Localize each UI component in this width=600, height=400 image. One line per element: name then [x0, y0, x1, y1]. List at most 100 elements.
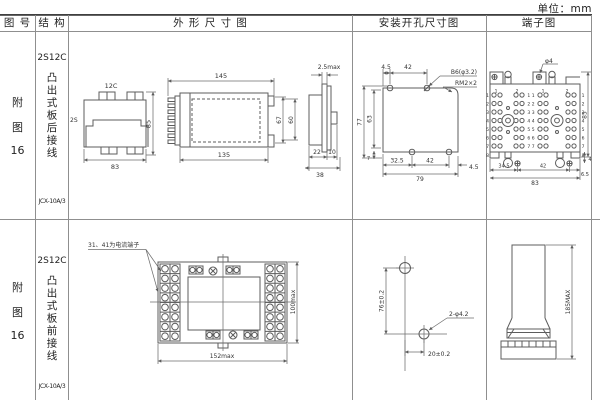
svg-text:4: 4	[582, 119, 585, 125]
dim-10: 10	[328, 149, 336, 156]
dim-2s: 2S	[70, 117, 78, 124]
dim-60: 60	[288, 116, 295, 124]
dim-152max: 152max	[210, 353, 235, 360]
svg-text:5: 5	[486, 127, 489, 133]
header-outline: 外 形 尺 寸 图	[173, 17, 248, 29]
dim-7: 7	[367, 156, 370, 162]
dim-32-5: 32.5	[390, 158, 404, 165]
svg-text:2: 2	[582, 102, 585, 108]
svg-text:7: 7	[486, 144, 489, 150]
model-label: 2S12C	[37, 53, 67, 63]
svg-text:1: 1	[542, 89, 545, 95]
note-b6: B6(φ3.2)	[451, 69, 477, 76]
model-label: 2S12C	[37, 256, 67, 266]
svg-text:2: 2	[516, 89, 519, 95]
svg-text:2: 2	[566, 89, 569, 95]
mounting-style-label: 凸出式板前接线	[45, 275, 58, 363]
row2-mounting-drawing: 76±0.2 2-φ4.2 20±0.2	[379, 256, 474, 371]
fig-char: 附	[12, 95, 23, 109]
dim-6-5: 6.5	[581, 172, 589, 178]
dim-85-terminal: 85	[582, 111, 589, 119]
svg-text:1: 1	[582, 93, 585, 99]
terminal-row-numbers-left: 1 2 3 4 5 6 7 8	[486, 93, 489, 159]
dim-67: 67	[276, 116, 283, 124]
svg-text:6 6: 6 6	[527, 136, 534, 142]
row1-terminal-drawing: φ4 85 4 34.5 42 6.5 83 1 2	[486, 58, 592, 187]
dim-145: 145	[215, 72, 227, 80]
type-code-label: JCX-10A/3	[38, 198, 66, 205]
table-borders	[0, 14, 600, 400]
svg-text:4 4: 4 4	[527, 119, 534, 125]
svg-text:8: 8	[486, 153, 489, 159]
fig-char: 16	[10, 143, 25, 157]
type-code-label: JCX-10A/3	[38, 383, 66, 390]
svg-text:7: 7	[582, 144, 585, 150]
svg-text:1: 1	[486, 93, 489, 99]
note-rm2: RM2×2	[455, 80, 477, 87]
row1-front-view: 12C 2S 85 83	[70, 82, 156, 171]
svg-text:5: 5	[582, 127, 585, 133]
svg-text:3: 3	[486, 110, 489, 116]
dim-22: 22	[313, 149, 321, 156]
fig-no-row1: 附 图 16	[0, 31, 35, 219]
fig-no-row2: 附 图 16	[0, 220, 35, 400]
svg-text:2: 2	[486, 102, 489, 108]
header-mounting: 安装开孔尺寸图	[378, 17, 460, 29]
row1-profile-view: 2.5max 22 10 38	[305, 64, 341, 179]
dim-100max: 100max	[290, 289, 297, 314]
dim-185max: 185MAX	[565, 290, 572, 315]
fig-char: 16	[10, 328, 25, 342]
svg-text:6: 6	[582, 136, 585, 142]
dim-4-5-bottom: 4.5	[469, 164, 479, 171]
dim-34-5: 34.5	[498, 164, 509, 170]
fig-char: 附	[12, 280, 23, 294]
dim-63: 63	[367, 115, 374, 123]
note-phi4: φ4	[545, 58, 553, 65]
dim-42-terminal: 42	[540, 164, 546, 170]
svg-text:3: 3	[582, 110, 585, 116]
svg-text:7 7: 7 7	[527, 144, 534, 150]
row2-outline-drawing: 31、41为电流端子	[88, 241, 299, 364]
dim-135: 135	[218, 151, 230, 159]
note-2-phi4-2: 2-φ4.2	[449, 311, 469, 318]
dim-4-terminal: 4	[588, 157, 591, 163]
structure-row1: 2S12C 凸出式板后接线 JCX-10A/3	[35, 31, 69, 219]
structure-row2: 2S12C 凸出式板前接线 JCX-10A/3	[35, 220, 69, 400]
dim-2-5max: 2.5max	[318, 64, 341, 71]
svg-text:4: 4	[486, 119, 489, 125]
svg-text:8: 8	[582, 153, 585, 159]
dim-42-bottom: 42	[426, 158, 434, 165]
header-structure: 结 构	[38, 17, 66, 29]
dim-79: 79	[416, 176, 424, 183]
mounting-style-label: 凸出式板后接线	[45, 72, 58, 160]
svg-text:2 2: 2 2	[527, 102, 534, 108]
dim-12c: 12C	[105, 82, 118, 90]
svg-text:5 5: 5 5	[527, 127, 534, 133]
svg-text:1 1: 1 1	[527, 93, 534, 99]
dim-83-terminal: 83	[531, 180, 539, 187]
dim-20: 20±0.2	[428, 351, 450, 358]
fig-char: 图	[12, 120, 23, 134]
terminal-mid-numbers: 1 1 2 2 3 3 4 4 5 5 6 6 7 7	[527, 93, 534, 150]
header-terminal: 端子图	[521, 17, 557, 29]
svg-text:3 3: 3 3	[527, 110, 534, 116]
terminal-row-numbers-right: 1 2 3 4 5 6 7 8	[582, 93, 585, 159]
row1-mounting-drawing: 4.5 42 B6(φ3.2) RM2×2 77 63 7 32.5 42 4.…	[357, 64, 479, 183]
unit-label: 单位：mm	[537, 3, 592, 15]
current-terminal-note: 31、41为电流端子	[88, 241, 139, 249]
dim-85: 85	[145, 120, 153, 128]
header-fig-no: 图 号	[3, 17, 32, 29]
dim-83: 83	[111, 163, 119, 171]
fig-char: 图	[12, 305, 23, 319]
terminal-col-numbers: 1 2 1 2	[495, 89, 569, 95]
dim-4-5-top: 4.5	[381, 64, 391, 71]
row2-terminal-drawing: 185MAX	[500, 244, 576, 360]
svg-text:6: 6	[486, 136, 489, 142]
row1-side-view: 145 135 67 60	[167, 72, 298, 163]
dim-38: 38	[316, 172, 324, 179]
dim-76: 76±0.2	[379, 290, 386, 312]
dim-42-top: 42	[404, 64, 412, 71]
dim-77: 77	[357, 118, 364, 126]
